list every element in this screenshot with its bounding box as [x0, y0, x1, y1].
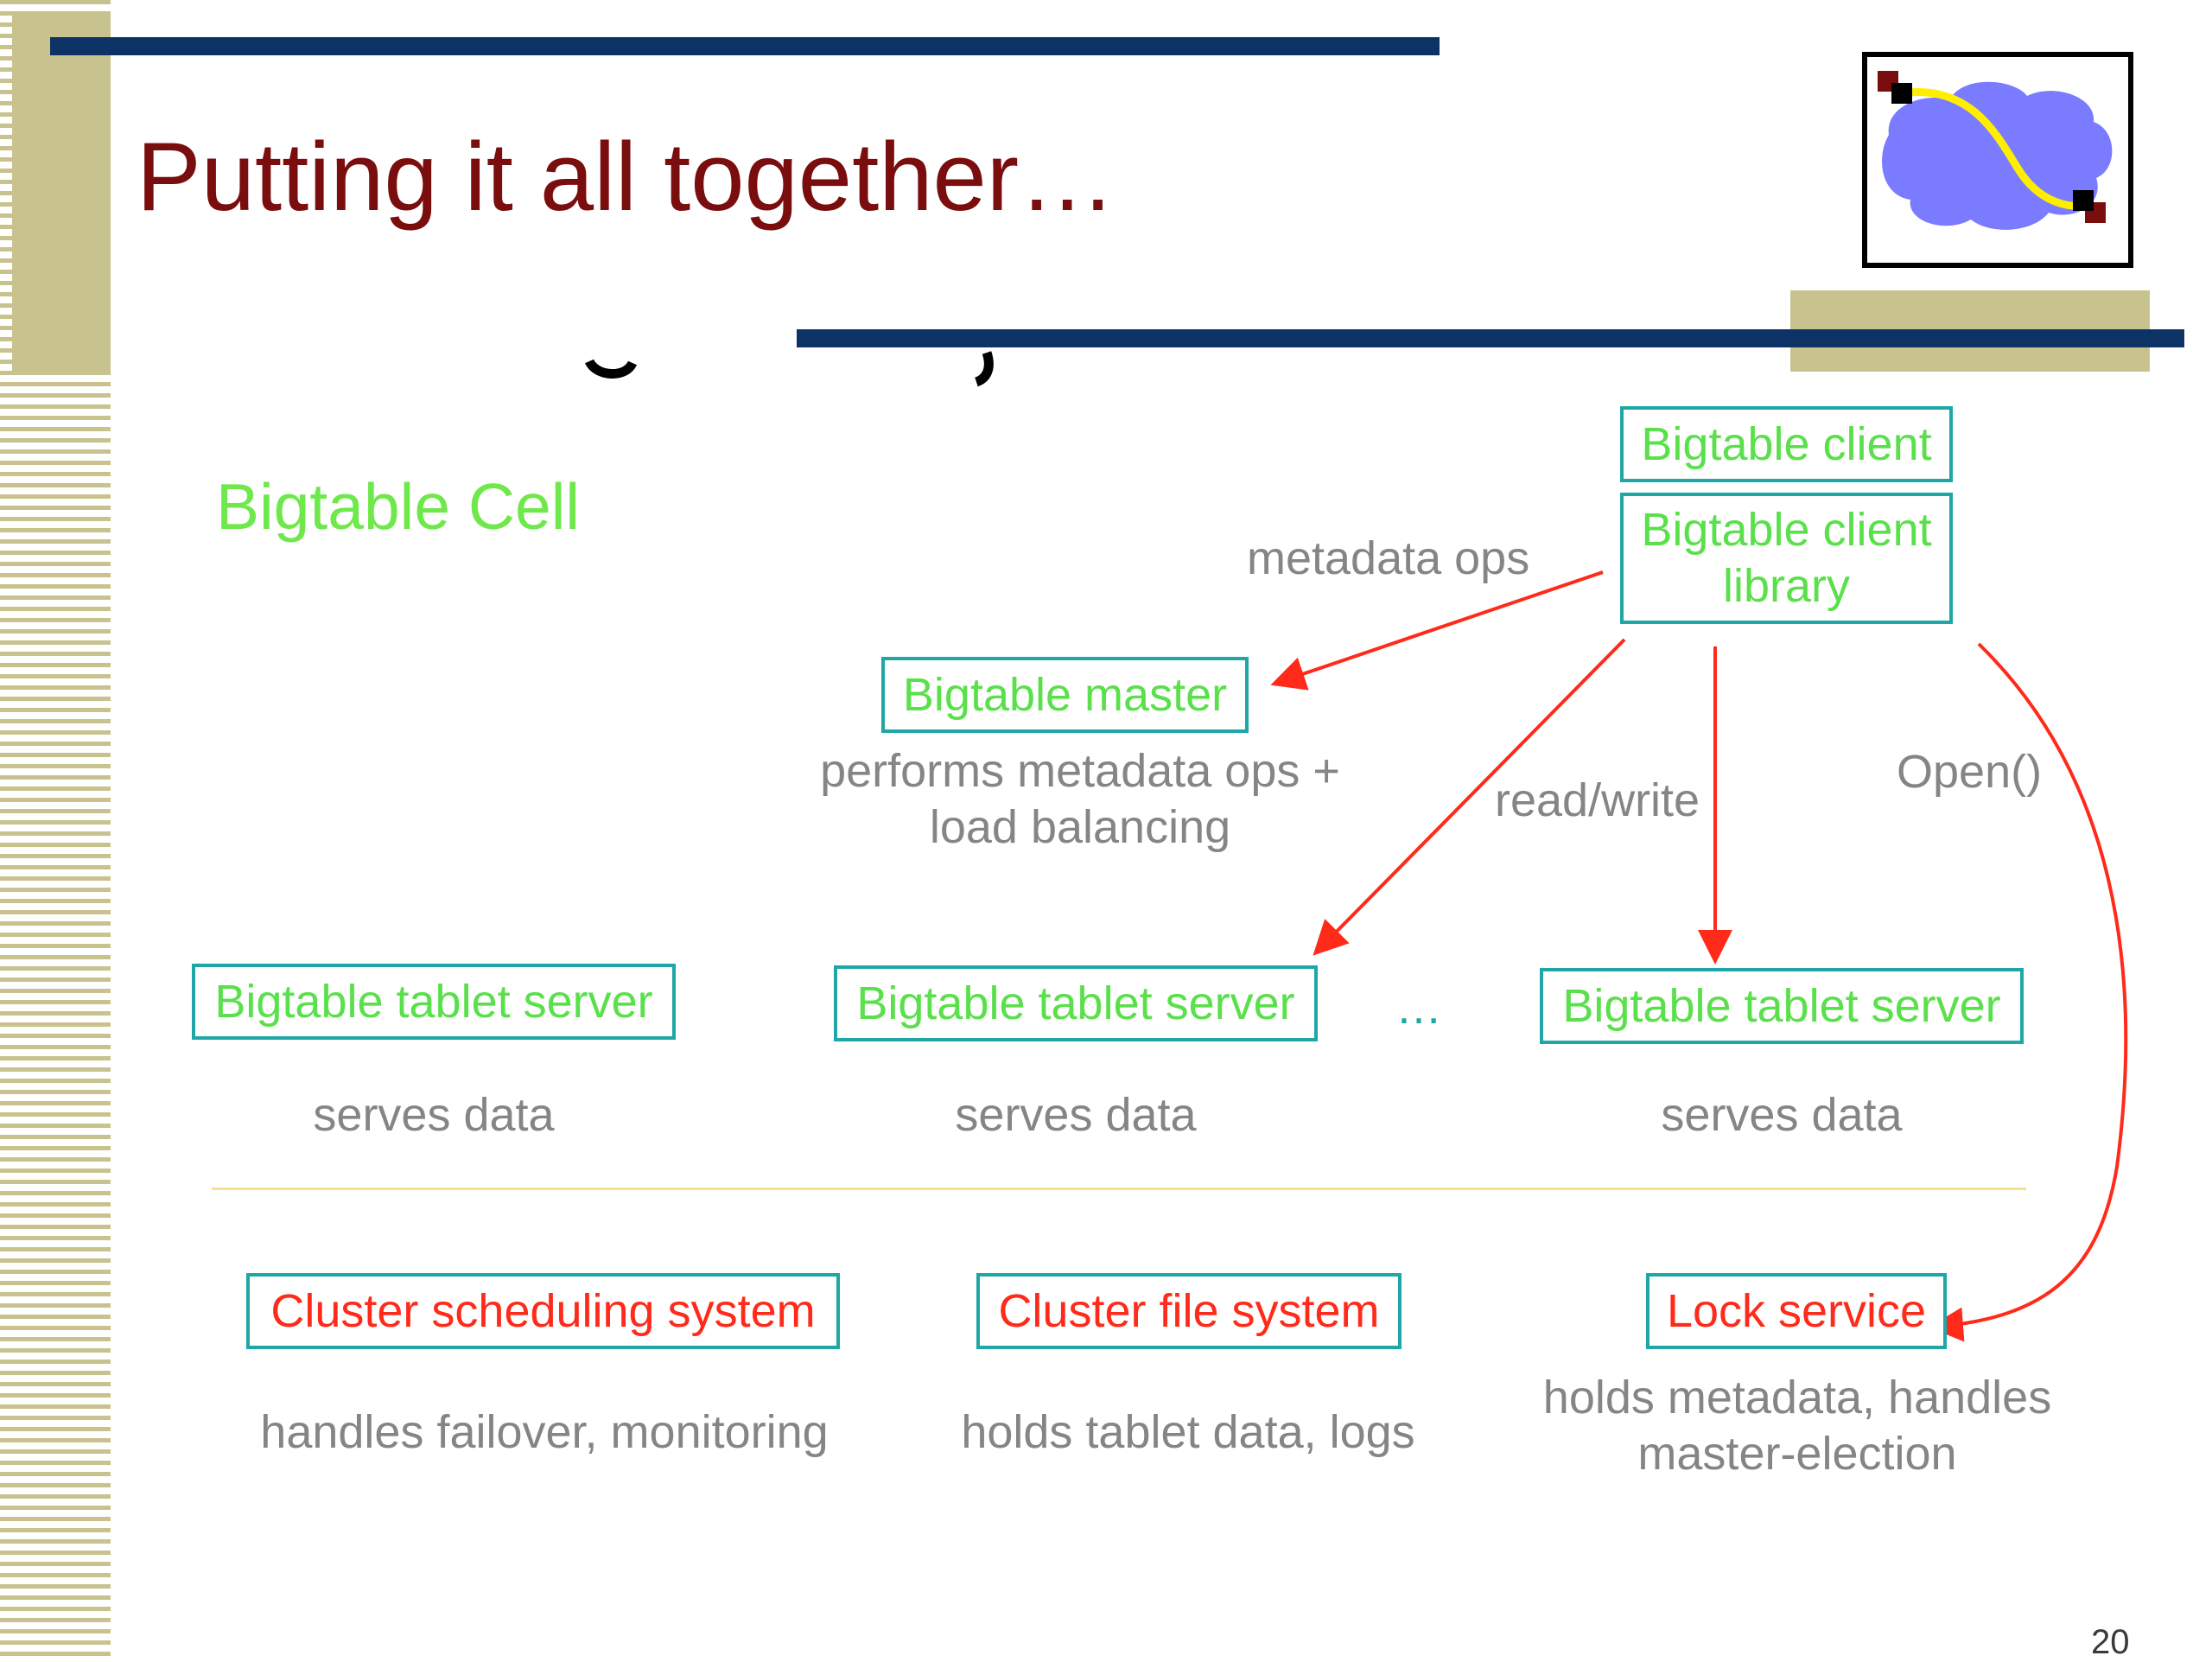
file-system-description: holds tablet data, logs	[961, 1406, 1415, 1458]
tablet-server-box: Bigtable tablet server	[834, 965, 1318, 1041]
tablet-server-description: serves data	[955, 1089, 1197, 1141]
master-description: performs metadata ops + load balancing	[795, 743, 1365, 856]
tablet-server-description: serves data	[1661, 1089, 1903, 1141]
open-arrow	[1929, 642, 2128, 1342]
tablet-server-box: Bigtable tablet server	[192, 964, 676, 1040]
descender-fragments	[584, 351, 994, 387]
master-box: Bigtable master	[881, 657, 1249, 733]
master-description-text: performs metadata ops + load balancing	[820, 745, 1340, 853]
slide-title: Putting it all together…	[137, 123, 1116, 231]
scheduling-system-description: handles failover, monitoring	[260, 1406, 829, 1458]
client-library-box: Bigtable client library	[1620, 493, 1953, 624]
occluded-text-fragment	[570, 349, 1037, 392]
open-call-label: Open()	[1897, 746, 2043, 798]
header-underline-bar	[797, 329, 2184, 347]
readwrite-label: read/write	[1495, 774, 1700, 826]
readwrite-arrow-middle	[1313, 638, 1626, 956]
metadata-ops-label: metadata ops	[1247, 532, 1530, 584]
scheduling-system-box: Cluster scheduling system	[246, 1273, 840, 1349]
lock-service-description-text: holds metadata, handles master-election	[1542, 1372, 2052, 1480]
logo	[1862, 52, 2133, 268]
tablet-server-description: serves data	[313, 1089, 555, 1141]
client-library-label: Bigtable client library	[1641, 504, 1932, 612]
lock-service-box: Lock service	[1646, 1273, 1947, 1349]
network-cloud-path-icon	[1878, 71, 2113, 230]
top-header-bar	[50, 37, 1440, 55]
file-system-box: Cluster file system	[976, 1273, 1402, 1349]
slide-number: 20	[2091, 1623, 2130, 1661]
metadata-ops-arrow	[1270, 570, 1604, 691]
lock-service-description: holds metadata, handles master-election	[1521, 1370, 2074, 1482]
more-servers-ellipsis: …	[1395, 982, 1442, 1034]
cell-label: Bigtable Cell	[216, 470, 581, 543]
section-divider	[212, 1188, 2026, 1190]
tablet-server-box: Bigtable tablet server	[1540, 968, 2024, 1044]
client-box: Bigtable client	[1620, 406, 1953, 482]
left-accent-block	[12, 12, 111, 375]
